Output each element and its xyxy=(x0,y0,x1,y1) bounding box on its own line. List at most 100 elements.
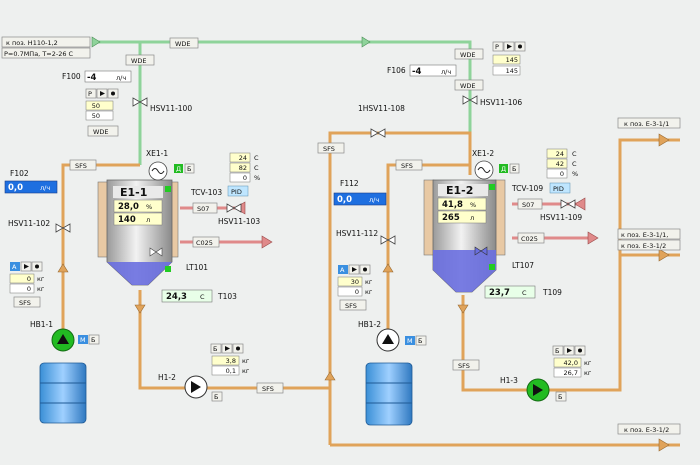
valve-hsv100-label: HSV11-100 xyxy=(150,104,192,113)
mixer-xe1-1-label: ХЕ1-1 xyxy=(146,149,168,158)
svg-text:кг: кг xyxy=(584,359,592,367)
pump-hb1-1[interactable] xyxy=(51,328,75,352)
pump-arrow-icon xyxy=(533,384,543,396)
pump-h1-2[interactable] xyxy=(184,375,208,399)
valve-hsv106[interactable] xyxy=(462,95,478,105)
pump-h1-2-b[interactable] xyxy=(211,391,223,402)
mixer-xe1-1[interactable]: Д Б xyxy=(148,161,195,181)
svg-text:к поз. Е-3-1/2: к поз. Е-3-1/2 xyxy=(624,426,669,434)
bottom-valve-icon xyxy=(149,247,163,257)
svg-text:кг: кг xyxy=(242,357,250,365)
arrow-icon xyxy=(361,36,371,48)
svg-text:%: % xyxy=(146,203,152,211)
svg-text:S07: S07 xyxy=(522,201,534,209)
valve-hsv103-label: HSV11-103 xyxy=(218,217,260,226)
svg-text:41,8: 41,8 xyxy=(442,200,463,210)
svg-text:24: 24 xyxy=(239,154,247,162)
svg-text:Б: Б xyxy=(213,345,217,353)
pump-hb1-1-mode[interactable] xyxy=(78,335,88,344)
svg-text:С: С xyxy=(254,164,259,172)
valve-hsv103[interactable] xyxy=(226,203,242,213)
tank-e1-1[interactable]: Е1-1 28,0 % 140 л xyxy=(97,179,179,286)
svg-text:кг: кг xyxy=(37,275,45,283)
pump-arrow-icon xyxy=(57,334,69,344)
stop-icon xyxy=(111,91,115,96)
sfs-tags: SFS SFS SFS SFS SFS SFS SFS xyxy=(13,142,480,394)
arrow-icon xyxy=(57,263,69,273)
bottom-valve-icon xyxy=(474,246,488,256)
valve-hsv109[interactable] xyxy=(560,199,576,209)
svg-text:145: 145 xyxy=(506,67,518,75)
svg-text:SFS: SFS xyxy=(262,385,274,393)
svg-text:WDE: WDE xyxy=(460,51,476,59)
valve-hsv100[interactable] xyxy=(132,97,148,107)
svg-text:0: 0 xyxy=(560,170,564,178)
pid-button[interactable] xyxy=(549,182,571,194)
svg-text:24: 24 xyxy=(556,150,564,158)
svg-text:140: 140 xyxy=(118,215,136,225)
pump-hb1-2-mode[interactable] xyxy=(405,336,415,345)
valve-hsv108[interactable] xyxy=(370,128,386,138)
svg-text:Д: Д xyxy=(501,165,506,173)
f112-name: F112 xyxy=(340,179,359,188)
svg-text:42,0: 42,0 xyxy=(564,359,578,367)
svg-text:Б: Б xyxy=(512,165,516,173)
feed-header-label: к поз. Н110-1,2 xyxy=(6,39,58,47)
f100-name: F100 xyxy=(62,72,81,81)
t103-label: T103 xyxy=(217,292,237,301)
svg-text:к поз. Е-3-1/1,: к поз. Е-3-1/1, xyxy=(621,231,668,239)
pump-hb1-2-label: НВ1-2 xyxy=(358,320,381,329)
valve-hsv112[interactable] xyxy=(380,235,396,245)
stop-icon xyxy=(236,346,240,351)
outlet-labels: к поз. Е-3-1/1 к поз. Е-3-1/1, к поз. Е-… xyxy=(617,117,681,435)
svg-text:0: 0 xyxy=(27,285,31,293)
arrow-icon xyxy=(587,231,599,245)
f106-controller[interactable]: Р 145 145 xyxy=(492,41,526,76)
stop-icon xyxy=(518,44,522,49)
svg-text:0,0: 0,0 xyxy=(337,195,352,205)
svg-text:л: л xyxy=(470,214,474,222)
pump-h1-3[interactable] xyxy=(526,378,550,402)
svg-text:%: % xyxy=(470,201,476,209)
pid-button[interactable] xyxy=(227,185,249,197)
s07-tag xyxy=(192,202,218,214)
svg-text:Б: Б xyxy=(555,347,559,355)
svg-text:145: 145 xyxy=(506,56,518,64)
svg-text:А: А xyxy=(12,263,17,271)
svg-text:50: 50 xyxy=(92,102,100,110)
svg-text:C025: C025 xyxy=(521,235,538,243)
pump-hb1-2[interactable] xyxy=(376,328,400,352)
arrow-icon xyxy=(261,235,273,249)
svg-text:А: А xyxy=(340,266,345,274)
f100-controller[interactable]: Р 50 50 xyxy=(85,88,119,121)
s07-tag xyxy=(517,198,543,210)
tank-e1-2-name: Е1-2 xyxy=(446,184,473,197)
svg-text:26,7: 26,7 xyxy=(564,369,578,377)
play-icon xyxy=(225,346,230,351)
mixer-xe1-2[interactable]: Д Б xyxy=(474,160,520,180)
pump-hb1-1-b[interactable] xyxy=(88,334,100,345)
svg-text:28,0: 28,0 xyxy=(118,202,139,212)
svg-text:к поз. Е-3-1/2: к поз. Е-3-1/2 xyxy=(621,242,666,250)
f102-name: F102 xyxy=(10,169,29,178)
f106-name: F106 xyxy=(387,66,406,75)
pump-hb1-2-b[interactable] xyxy=(415,335,427,346)
svg-text:С: С xyxy=(572,150,577,158)
tank-e1-2[interactable]: Е1-2 41,8 % 265 л xyxy=(423,179,506,293)
svg-text:л/ч: л/ч xyxy=(40,184,50,192)
valve-hsv102[interactable] xyxy=(55,223,71,233)
arrow-icon xyxy=(658,133,670,147)
svg-text:WDE: WDE xyxy=(93,128,109,136)
stop-icon xyxy=(35,264,39,269)
pump-hb1-1-label: НВ1-1 xyxy=(30,320,53,329)
svg-text:кг: кг xyxy=(242,367,250,375)
svg-text:С: С xyxy=(200,293,205,301)
svg-text:SFS: SFS xyxy=(323,145,335,153)
arrow-icon xyxy=(382,263,394,273)
pump-h1-3-b[interactable] xyxy=(555,391,567,402)
